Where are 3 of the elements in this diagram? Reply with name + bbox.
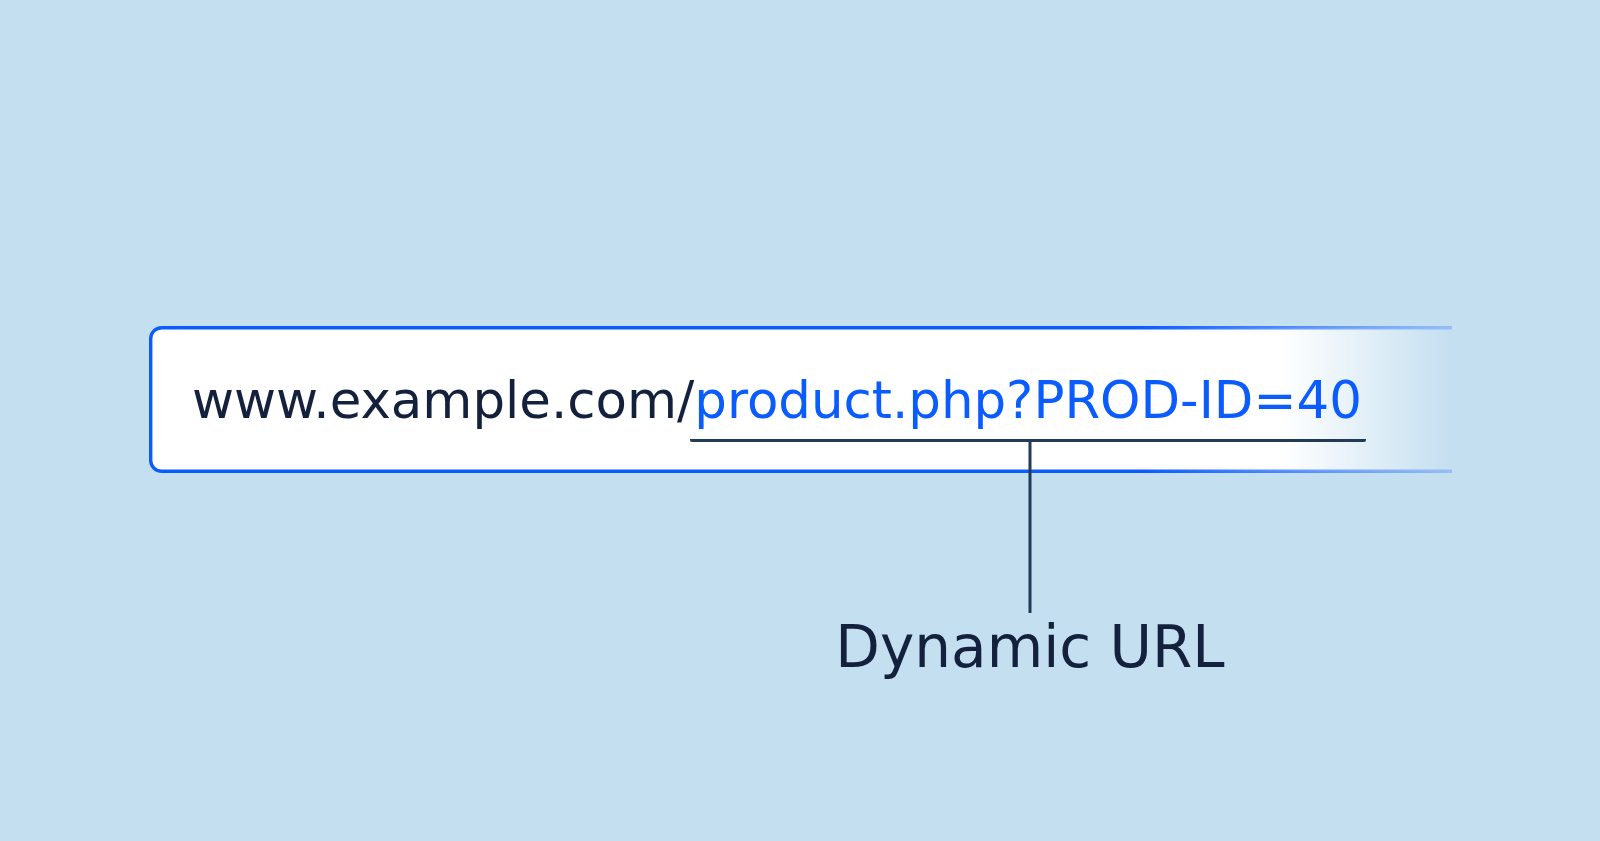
callout-label: Dynamic URL [835, 613, 1225, 681]
leader-line [1028, 442, 1032, 613]
address-bar [149, 326, 1452, 473]
